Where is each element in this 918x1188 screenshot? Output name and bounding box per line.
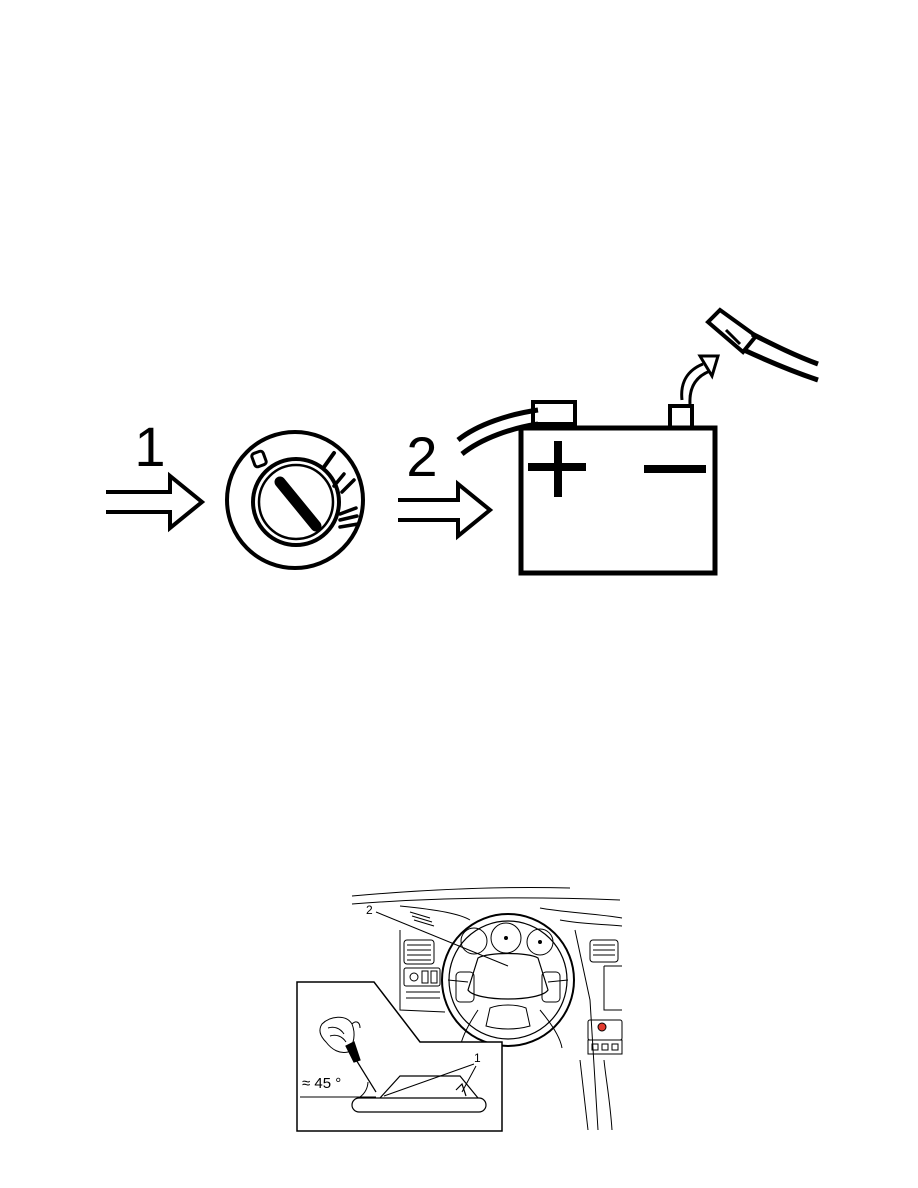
callout-1-leader bbox=[383, 1063, 477, 1097]
dashboard-illustration bbox=[351, 886, 623, 1131]
callout-1-label: 1 bbox=[474, 1051, 481, 1065]
ignition-switch-icon bbox=[225, 430, 365, 570]
disconnect-arrow-icon bbox=[680, 354, 721, 405]
detail-inset: ≈ 45 ° 1 bbox=[296, 981, 503, 1132]
angle-arc bbox=[359, 1081, 369, 1098]
disconnected-cable-icon bbox=[705, 307, 819, 383]
step-1-label: 1 bbox=[134, 415, 165, 478]
steering-wheel-icon bbox=[441, 913, 575, 1049]
angle-label: ≈ 45 ° bbox=[302, 1075, 341, 1092]
figure-1-svg: 1 2 bbox=[106, 307, 819, 576]
arrow-right-icon bbox=[398, 479, 494, 541]
hand-icon bbox=[319, 1016, 361, 1053]
figure-ignition-battery: 1 2 bbox=[0, 290, 918, 590]
step-2-label: 2 bbox=[406, 425, 437, 488]
callout-2-leader bbox=[375, 911, 509, 967]
figure-dashboard-airbag: 2 ≈ 45 ° bbox=[296, 884, 626, 1134]
callout-2-label: 2 bbox=[366, 903, 373, 917]
airbag-module-edge bbox=[351, 1075, 487, 1113]
figure-2-svg: 2 ≈ 45 ° bbox=[296, 886, 623, 1132]
arrow-right-icon bbox=[106, 471, 206, 533]
battery-icon bbox=[456, 400, 718, 576]
screwdriver-icon bbox=[345, 1041, 377, 1093]
